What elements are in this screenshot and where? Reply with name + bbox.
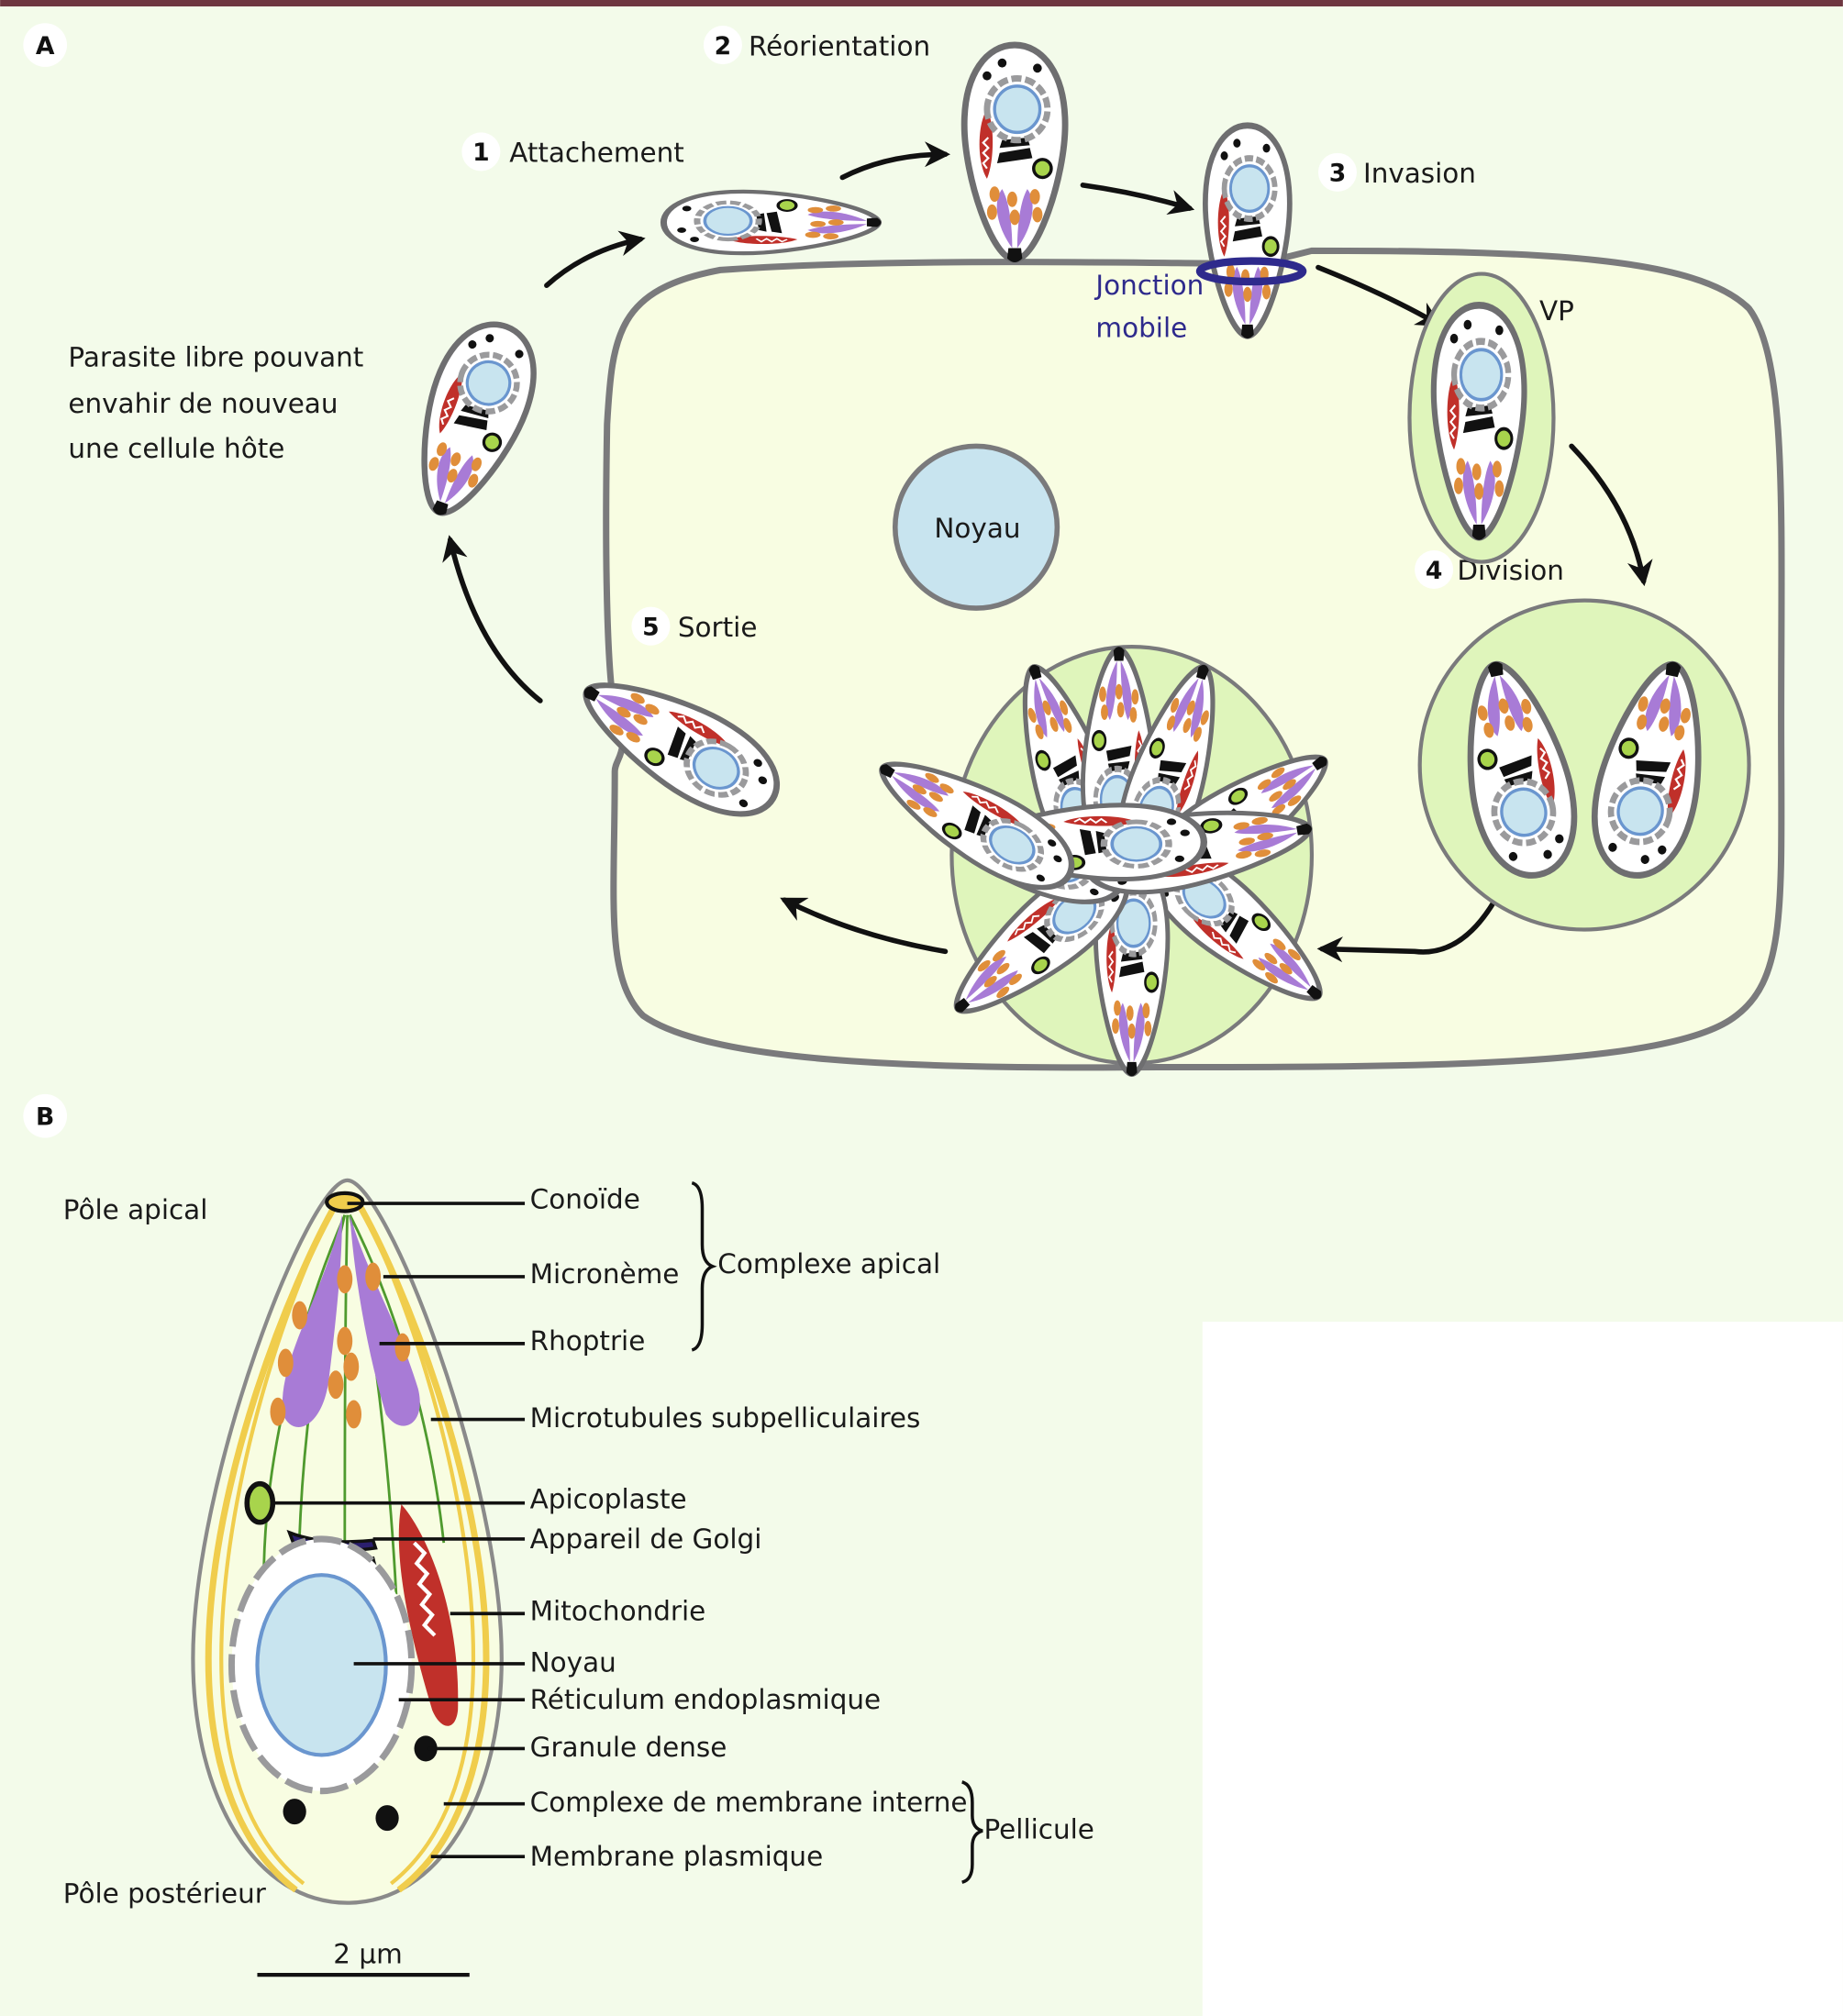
step-1: 1 Attachement — [461, 132, 684, 172]
junction-label-1: Jonction — [1094, 270, 1204, 301]
parasite-detailed — [191, 1178, 504, 1905]
panel-a-badge-label: A — [36, 32, 55, 61]
arrow-invasion-to-vacuole — [1316, 264, 1443, 327]
label-microneme: Micronème — [530, 1258, 680, 1290]
step-5-label: Sortie — [678, 612, 758, 643]
free-parasite-text-2: envahir de nouveau — [68, 388, 338, 419]
arrow-exit-to-free — [442, 535, 543, 703]
dense-granule-2 — [283, 1799, 306, 1825]
junction-label-2: mobile — [1095, 312, 1187, 343]
brace-pellicule — [961, 1780, 983, 1884]
dense-granule-3 — [375, 1805, 399, 1832]
label-granule: Granule dense — [530, 1732, 727, 1763]
label-conoide: Conoïde — [530, 1184, 640, 1215]
label-membrane: Membrane plasmique — [530, 1841, 824, 1872]
vacuole-label: VP — [1539, 295, 1574, 327]
label-complexe-apical: Complexe apical — [717, 1248, 940, 1279]
label-pellicule: Pellicule — [983, 1814, 1094, 1845]
brace-complexe-apical — [691, 1180, 717, 1352]
free-parasite-text-1: Parasite libre pouvant — [68, 342, 363, 373]
label-golgi: Appareil de Golgi — [530, 1523, 762, 1555]
pole-posterior-label: Pôle postérieur — [63, 1878, 267, 1910]
mitochondrion — [398, 1504, 459, 1726]
dense-granule-1 — [414, 1735, 438, 1762]
panel-b: B Pôle apical Pôle postérieur — [23, 1093, 1094, 1977]
panel-a-badge — [23, 23, 68, 67]
step-2: 2 Réorientation — [703, 26, 930, 65]
free-parasite-text-3: une cellule hôte — [68, 433, 284, 464]
label-reticulum: Réticulum endoplasmique — [530, 1684, 881, 1715]
step-5-badge — [631, 606, 671, 646]
arrow-vacuole-to-division — [1569, 443, 1653, 587]
step-5-number: 5 — [642, 613, 660, 641]
label-mitochondrie: Mitochondrie — [530, 1595, 706, 1626]
panel-b-badge-label: B — [36, 1103, 54, 1132]
label-cmi: Complexe de membrane interne — [530, 1787, 968, 1818]
step-3-badge — [1317, 152, 1358, 192]
micronemes — [270, 1262, 411, 1429]
panel-b-badge — [23, 1093, 68, 1138]
arrow-reorient-to-invasion — [1080, 183, 1195, 216]
step-4-number: 4 — [1426, 557, 1443, 585]
step-3: 3 Invasion — [1317, 152, 1476, 192]
host-nucleus — [892, 443, 1060, 611]
step-2-label: Réorientation — [749, 30, 930, 61]
inner-membrane-complex-left — [205, 1200, 340, 1893]
step-5: 5 Sortie — [631, 606, 758, 646]
label-rhoptrie: Rhoptrie — [530, 1325, 646, 1357]
arrow-attach-to-reorient — [839, 141, 951, 181]
scale-bar-label: 2 µm — [333, 1939, 402, 1970]
label-microtubules: Microtubules subpelliculaires — [530, 1402, 921, 1434]
top-bar — [0, 0, 1843, 7]
host-nucleus-label: Noyau — [934, 513, 1020, 544]
step-1-badge — [461, 132, 501, 172]
apicoplast — [244, 1480, 276, 1525]
step-4-badge — [1415, 549, 1454, 590]
step-1-number: 1 — [472, 138, 490, 167]
arrow-rosette-to-exit — [780, 897, 949, 955]
step-2-number: 2 — [715, 32, 732, 61]
arrow-free-to-attach — [544, 230, 646, 288]
moving-junction — [1195, 257, 1307, 286]
pole-apical-label: Pôle apical — [63, 1194, 208, 1225]
step-3-number: 3 — [1329, 160, 1347, 188]
label-apicoplaste: Apicoplaste — [530, 1483, 687, 1514]
rhoptry-left — [282, 1214, 342, 1427]
step-3-label: Invasion — [1363, 158, 1476, 189]
step-2-badge — [703, 26, 742, 65]
blank-corner — [1202, 1322, 1843, 2016]
step-1-label: Attachement — [509, 138, 684, 169]
label-noyau: Noyau — [530, 1646, 616, 1678]
panel-a: A Noyau Parasite libre pouvant envahir d… — [23, 23, 1785, 1076]
